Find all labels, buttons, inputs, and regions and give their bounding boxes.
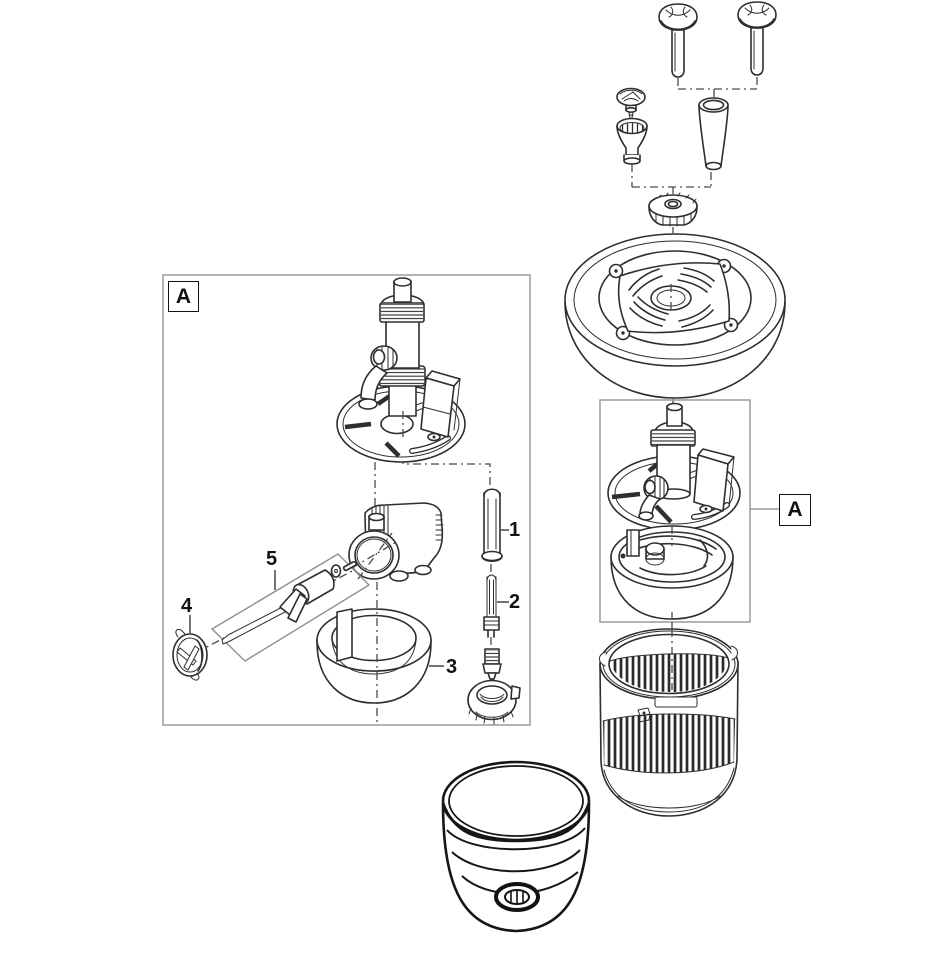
part-number-4: 4	[181, 595, 193, 617]
ring-base-part-3	[316, 608, 432, 704]
part-number-2: 2	[509, 591, 521, 613]
small-fountain-head	[616, 87, 646, 119]
lamp-part-2	[483, 574, 500, 638]
ring-nut	[467, 679, 521, 725]
screw-icon	[658, 3, 698, 78]
part-number-1: 1	[509, 519, 521, 541]
filter-container	[599, 628, 739, 817]
pump-motor	[348, 502, 444, 582]
part-number-leaders	[189, 529, 509, 667]
threaded-nipple	[482, 648, 502, 683]
part-number-3: 3	[446, 656, 458, 678]
impeller-part-5	[210, 553, 371, 662]
part-number-5: 5	[266, 548, 278, 570]
reference-label: A	[779, 494, 811, 526]
connector-nut	[648, 192, 698, 227]
cone-nozzle	[616, 117, 648, 165]
float-ring	[564, 233, 786, 404]
screw-icon	[737, 1, 777, 76]
sleeve-part-1	[481, 488, 503, 563]
mounting-screws	[658, 1, 777, 78]
mesh-cage	[441, 760, 591, 933]
detail-box-label: A	[168, 281, 199, 312]
assembly-guide-lines	[630, 77, 758, 233]
taper-nozzle-tube	[698, 97, 729, 171]
ring-slot-arcs	[628, 267, 715, 328]
pump-unit-reference-box	[599, 399, 779, 623]
detail-box-a	[162, 274, 531, 726]
bayonet-cover-part-4	[172, 629, 208, 681]
